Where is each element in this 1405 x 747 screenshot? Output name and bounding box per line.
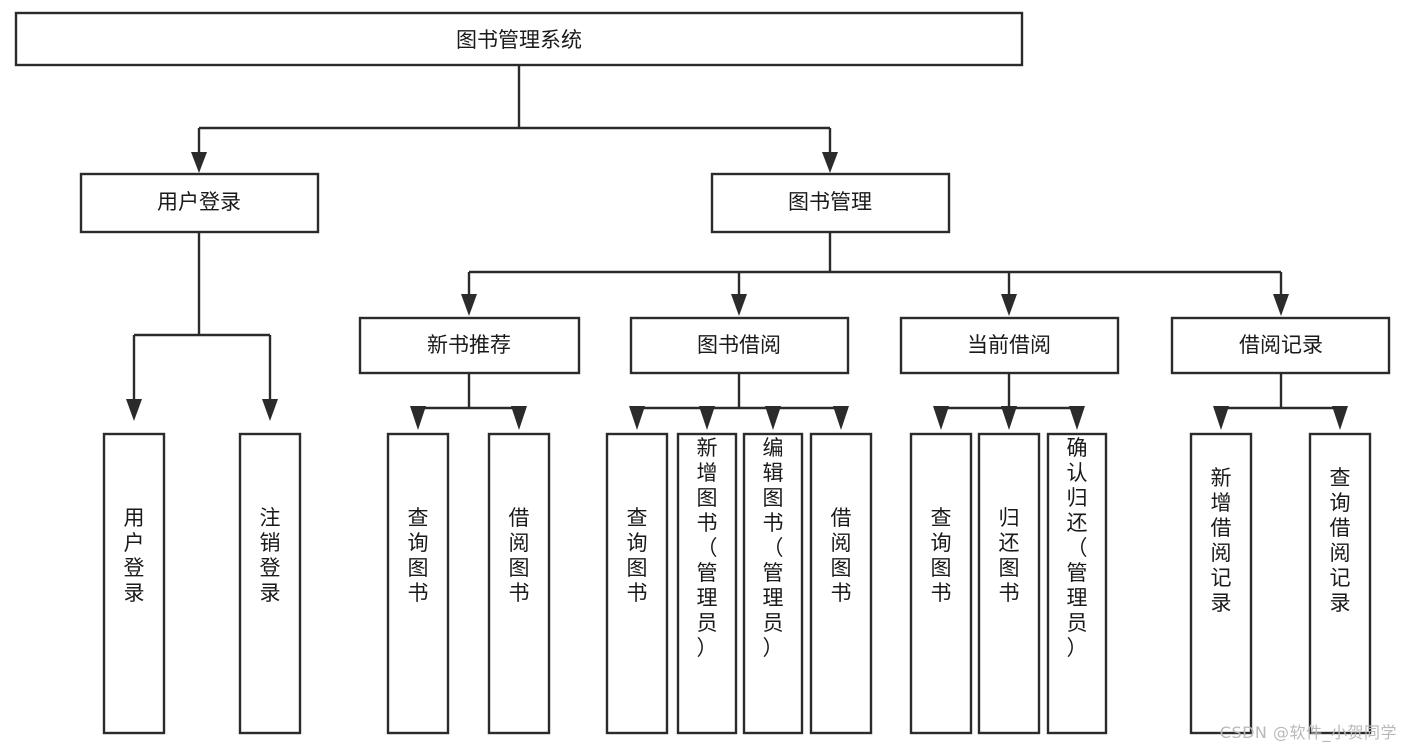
arrowhead-leaf-borrow-book-2 — [833, 406, 849, 430]
arrowhead-leaf-edit-book-admin — [765, 406, 781, 430]
node-leaf-query-book-2[interactable]: 查询图书 — [605, 432, 669, 735]
node-leaf-logout-login-box[interactable] — [238, 432, 302, 735]
arrowhead-leaf-return-book — [1001, 406, 1017, 430]
node-leaf-borrow-book-2[interactable]: 借阅图书 — [809, 432, 873, 735]
node-leaf-borrow-book-2-box[interactable] — [809, 432, 873, 735]
node-current-borrow-box[interactable] — [899, 316, 1120, 375]
connector-new-book-recommend-to-leaves — [410, 373, 527, 430]
arrowhead-user-login — [191, 152, 207, 173]
node-leaf-borrow-book-2-label: 借阅图书 — [831, 506, 852, 605]
node-new-book-recommend-label: 新书推荐 — [427, 333, 511, 357]
node-leaf-logout-login[interactable]: 注销登录 — [238, 432, 302, 735]
node-book-borrow[interactable]: 图书借阅 — [629, 316, 850, 375]
connector-book-borrow-to-leaves — [629, 373, 849, 430]
node-leaf-query-book-3-box[interactable] — [909, 432, 973, 735]
connector-borrow-record-to-leaves — [1213, 373, 1348, 430]
node-leaf-query-book-2-box[interactable] — [605, 432, 669, 735]
arrowhead-new-book-recommend — [461, 294, 477, 316]
node-borrow-record-box[interactable] — [1170, 316, 1391, 375]
node-new-book-recommend[interactable]: 新书推荐 — [358, 316, 581, 375]
node-leaf-borrow-book-1-label: 借阅图书 — [509, 506, 530, 605]
node-current-borrow-label: 当前借阅 — [967, 333, 1051, 357]
node-borrow-record-label: 借阅记录 — [1239, 333, 1323, 357]
connector-user-login-to-leaves — [126, 232, 278, 421]
node-leaf-confirm-return-admin[interactable]: 确认归还（管理员） — [1046, 432, 1108, 735]
arrowhead-leaf-add-book-admin — [699, 406, 715, 430]
node-current-borrow[interactable]: 当前借阅 — [899, 316, 1120, 375]
node-leaf-user-login-box[interactable] — [102, 432, 166, 735]
node-leaf-confirm-return-admin-label: 确认归还（管理员） — [1067, 436, 1088, 660]
node-leaf-edit-book-admin[interactable]: 编辑图书（管理员） — [742, 432, 804, 735]
node-leaf-logout-login-label: 注销登录 — [260, 506, 281, 605]
node-book-manage-box[interactable] — [710, 172, 951, 234]
node-user-login-box[interactable] — [79, 172, 320, 234]
node-leaf-query-book-3[interactable]: 查询图书 — [909, 432, 973, 735]
arrowhead-book-borrow — [731, 294, 747, 316]
arrowhead-current-borrow — [1001, 294, 1017, 316]
arrowhead-book-manage — [822, 152, 838, 173]
arrowhead-leaf-add-borrow-record — [1213, 406, 1229, 430]
node-leaf-user-login[interactable]: 用户登录 — [102, 432, 166, 735]
node-root[interactable]: 图书管理系统 — [14, 11, 1024, 67]
node-leaf-add-borrow-record[interactable]: 新增借阅记录 — [1189, 432, 1253, 735]
node-leaf-query-book-1-label: 查询图书 — [408, 506, 429, 605]
node-leaf-borrow-book-1-box[interactable] — [487, 432, 551, 735]
connector-book-manage-to-level3 — [461, 232, 1289, 316]
node-leaf-query-borrow-record[interactable]: 查询借阅记录 — [1308, 432, 1372, 735]
node-leaf-add-borrow-record-box[interactable] — [1189, 432, 1253, 735]
node-leaf-return-book-label: 归还图书 — [999, 506, 1020, 605]
connector-root-to-level2 — [191, 65, 838, 173]
node-leaf-borrow-book-1[interactable]: 借阅图书 — [487, 432, 551, 735]
arrowhead-leaf-query-book-3 — [933, 406, 949, 430]
node-book-borrow-box[interactable] — [629, 316, 850, 375]
node-leaf-return-book-box[interactable] — [977, 432, 1041, 735]
arrowhead-leaf-borrow-book-1 — [511, 406, 527, 430]
connector-current-borrow-to-leaves — [933, 373, 1085, 430]
arrowhead-leaf-query-book-1 — [410, 406, 426, 430]
node-leaf-query-book-1-box[interactable] — [386, 432, 450, 735]
node-user-login[interactable]: 用户登录 — [79, 172, 320, 234]
node-leaf-add-book-admin[interactable]: 新增图书（管理员） — [676, 432, 738, 735]
arrowhead-leaf-confirm-return-admin — [1069, 406, 1085, 430]
node-user-login-label: 用户登录 — [157, 190, 241, 214]
node-book-manage-label: 图书管理 — [788, 190, 872, 214]
node-new-book-recommend-box[interactable] — [358, 316, 581, 375]
node-borrow-record[interactable]: 借阅记录 — [1170, 316, 1391, 375]
node-root-label: 图书管理系统 — [456, 28, 582, 52]
node-root-box[interactable] — [14, 11, 1024, 67]
arrowhead-leaf-user-login — [126, 399, 142, 421]
node-book-manage[interactable]: 图书管理 — [710, 172, 951, 234]
arrowhead-leaf-query-borrow-record — [1332, 406, 1348, 430]
node-leaf-query-borrow-record-box[interactable] — [1308, 432, 1372, 735]
node-leaf-add-book-admin-label: 新增图书（管理员） — [697, 436, 718, 660]
node-leaf-query-book-3-label: 查询图书 — [931, 506, 952, 605]
node-leaf-query-borrow-record-label: 查询借阅记录 — [1330, 466, 1351, 615]
arrowhead-leaf-query-book-2 — [629, 406, 645, 430]
node-leaf-add-borrow-record-label: 新增借阅记录 — [1211, 466, 1232, 615]
node-leaf-query-book-1[interactable]: 查询图书 — [386, 432, 450, 735]
node-book-borrow-label: 图书借阅 — [697, 333, 781, 357]
arrowhead-borrow-record — [1273, 294, 1289, 316]
node-leaf-edit-book-admin-box[interactable] — [742, 432, 804, 735]
node-leaf-edit-book-admin-label: 编辑图书（管理员） — [763, 436, 784, 660]
node-leaf-confirm-return-admin-box[interactable] — [1046, 432, 1108, 735]
node-leaf-query-book-2-label: 查询图书 — [627, 506, 648, 605]
node-leaf-add-book-admin-box[interactable] — [676, 432, 738, 735]
arrowhead-leaf-logout-login — [262, 399, 278, 421]
node-leaf-return-book[interactable]: 归还图书 — [977, 432, 1041, 735]
node-leaf-user-login-label: 用户登录 — [124, 506, 145, 605]
